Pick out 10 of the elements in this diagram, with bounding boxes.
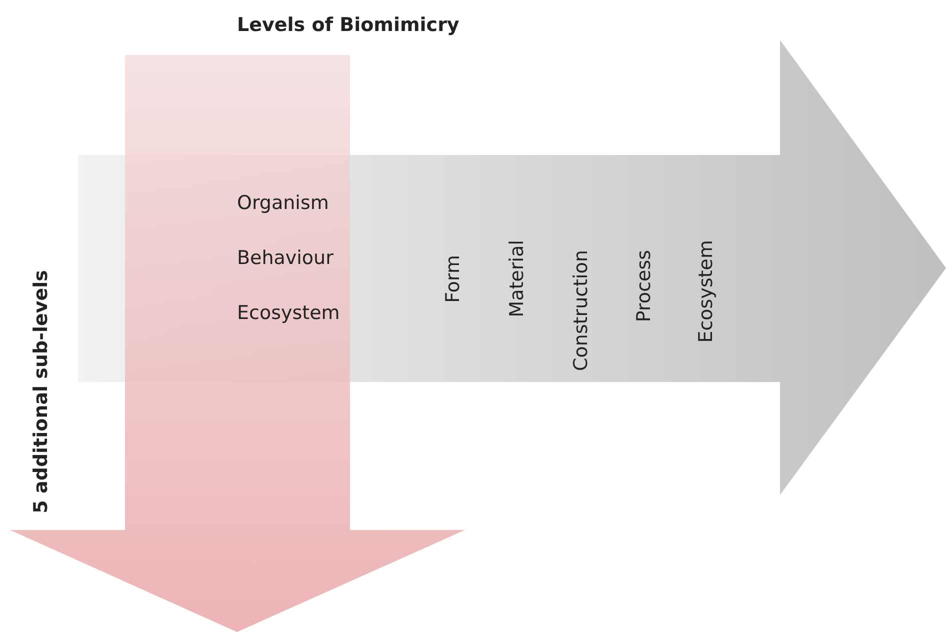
level-label: Ecosystem: [237, 302, 340, 324]
level-label: Ecosystem: [695, 240, 717, 343]
level-label: Material: [506, 240, 528, 318]
level-label: Behaviour: [237, 247, 334, 269]
level-label: Process: [633, 250, 655, 322]
heading: Levels of Biomimicry: [237, 14, 460, 36]
level-label: Organism: [237, 192, 329, 214]
level-label: Form: [442, 255, 464, 303]
axis-title: 5 additional sub-levels: [30, 270, 52, 514]
level-label: Construction: [570, 250, 592, 371]
